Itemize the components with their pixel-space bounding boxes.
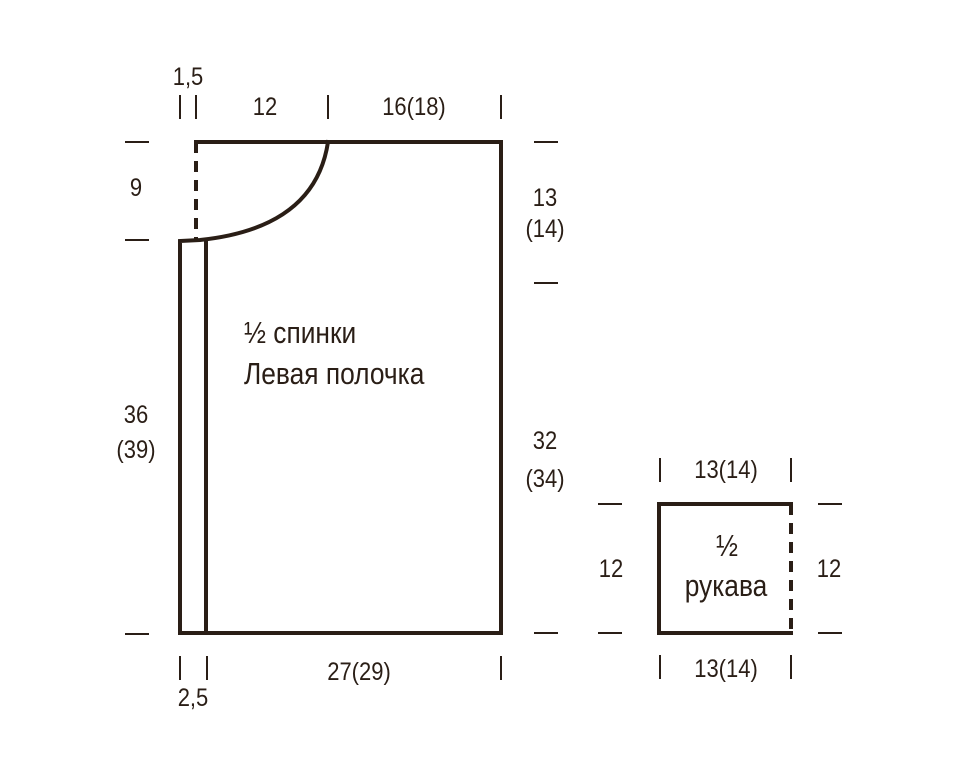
dim-sleeve-right-height: 12: [817, 555, 841, 583]
dim-sleeve-top-width: 13(14): [694, 456, 758, 484]
back-left-ticks: [125, 141, 149, 635]
sleeve-title-line2: рукава: [685, 569, 768, 603]
back-title-line2: Левая полочка: [244, 357, 424, 391]
back-piece: ½ спинки Левая полочка: [178, 139, 503, 635]
back-piece-outline: [178, 139, 503, 635]
dim-bottom-small: 2,5: [178, 684, 209, 712]
dim-bottom-width: 27(29): [327, 658, 391, 686]
sleeve-ticks: [598, 458, 842, 679]
dim-left-neck-depth: 9: [130, 174, 142, 202]
back-top-ticks: [179, 95, 502, 119]
sleeve-piece: ½ рукава: [657, 502, 793, 635]
dim-top-neck: 12: [253, 93, 277, 121]
dim-left-length-2: (39): [116, 436, 155, 464]
back-bottom-ticks: [179, 656, 502, 680]
back-title-line1: ½ спинки: [244, 316, 356, 350]
sleeve-outline: [657, 502, 793, 635]
dim-sleeve-left-height: 12: [599, 555, 623, 583]
sleeve-title-line1: ½: [716, 529, 738, 563]
dim-left-length-1: 36: [124, 401, 148, 429]
dim-sleeve-bottom-width: 13(14): [694, 655, 758, 683]
dim-right-bottom-2: (34): [525, 465, 564, 493]
dim-right-top-2: (14): [525, 215, 564, 243]
dim-top-small: 1,5: [173, 63, 204, 91]
dim-right-bottom-1: 32: [533, 427, 557, 455]
dim-top-shoulder: 16(18): [382, 93, 446, 121]
dim-right-top-1: 13: [533, 184, 557, 212]
back-right-ticks: [534, 141, 558, 634]
